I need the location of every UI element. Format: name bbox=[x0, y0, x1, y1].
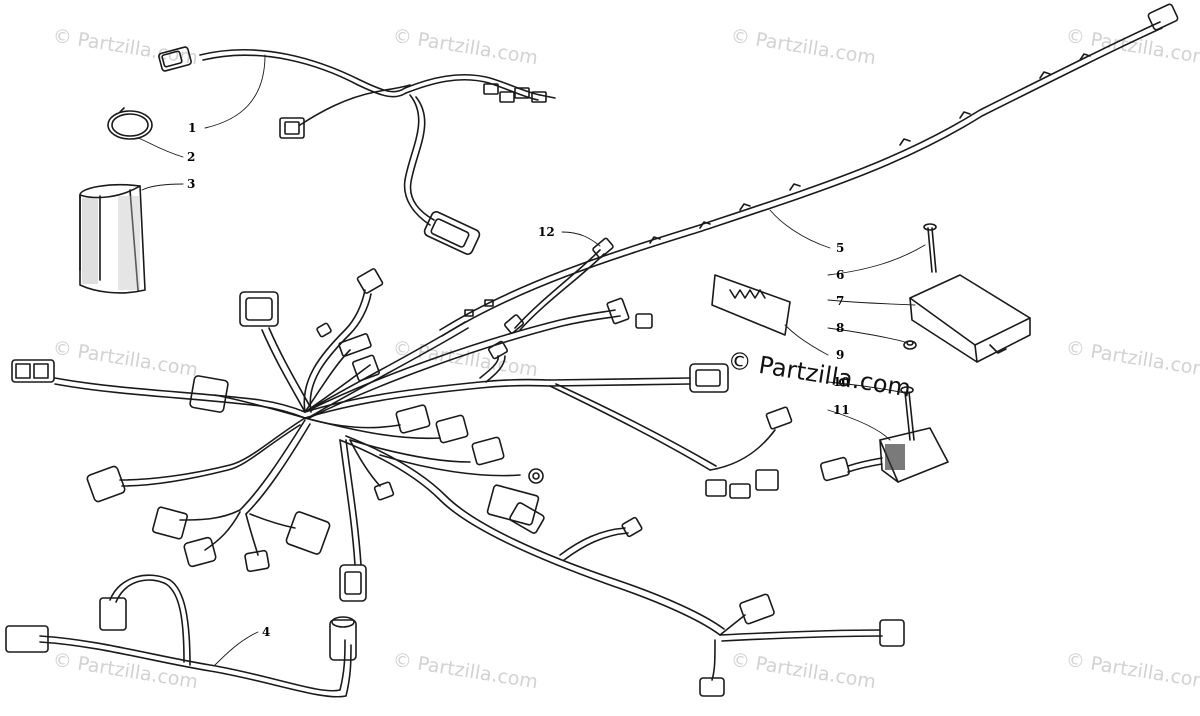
bolt bbox=[923, 223, 937, 273]
leader-lines bbox=[137, 54, 926, 666]
callout-7: 7 bbox=[836, 294, 845, 308]
main-trunk-harness bbox=[439, 3, 1179, 337]
callout-1: 1 bbox=[188, 121, 197, 135]
central-harness bbox=[11, 268, 905, 697]
callout-11: 11 bbox=[833, 403, 850, 417]
protective-sleeve bbox=[79, 183, 146, 294]
decal bbox=[711, 274, 791, 336]
callout-5: 5 bbox=[836, 241, 845, 255]
sleeve-texture bbox=[82, 196, 140, 290]
branch-connector-12 bbox=[504, 237, 614, 334]
callout-2: 2 bbox=[187, 150, 196, 164]
sub-harness-lower bbox=[5, 574, 357, 698]
clamp-ring bbox=[107, 107, 153, 140]
nut bbox=[903, 340, 917, 350]
callout-9: 9 bbox=[836, 348, 845, 362]
callout-6: 6 bbox=[836, 268, 845, 282]
relay-terminals bbox=[885, 444, 905, 470]
callout-8: 8 bbox=[836, 321, 845, 335]
callout-10: 10 bbox=[833, 375, 850, 389]
callout-3: 3 bbox=[187, 177, 196, 191]
callout-12: 12 bbox=[538, 225, 555, 239]
sub-harness-upper bbox=[158, 46, 556, 255]
callout-4: 4 bbox=[262, 625, 271, 639]
control-module bbox=[909, 274, 1031, 363]
